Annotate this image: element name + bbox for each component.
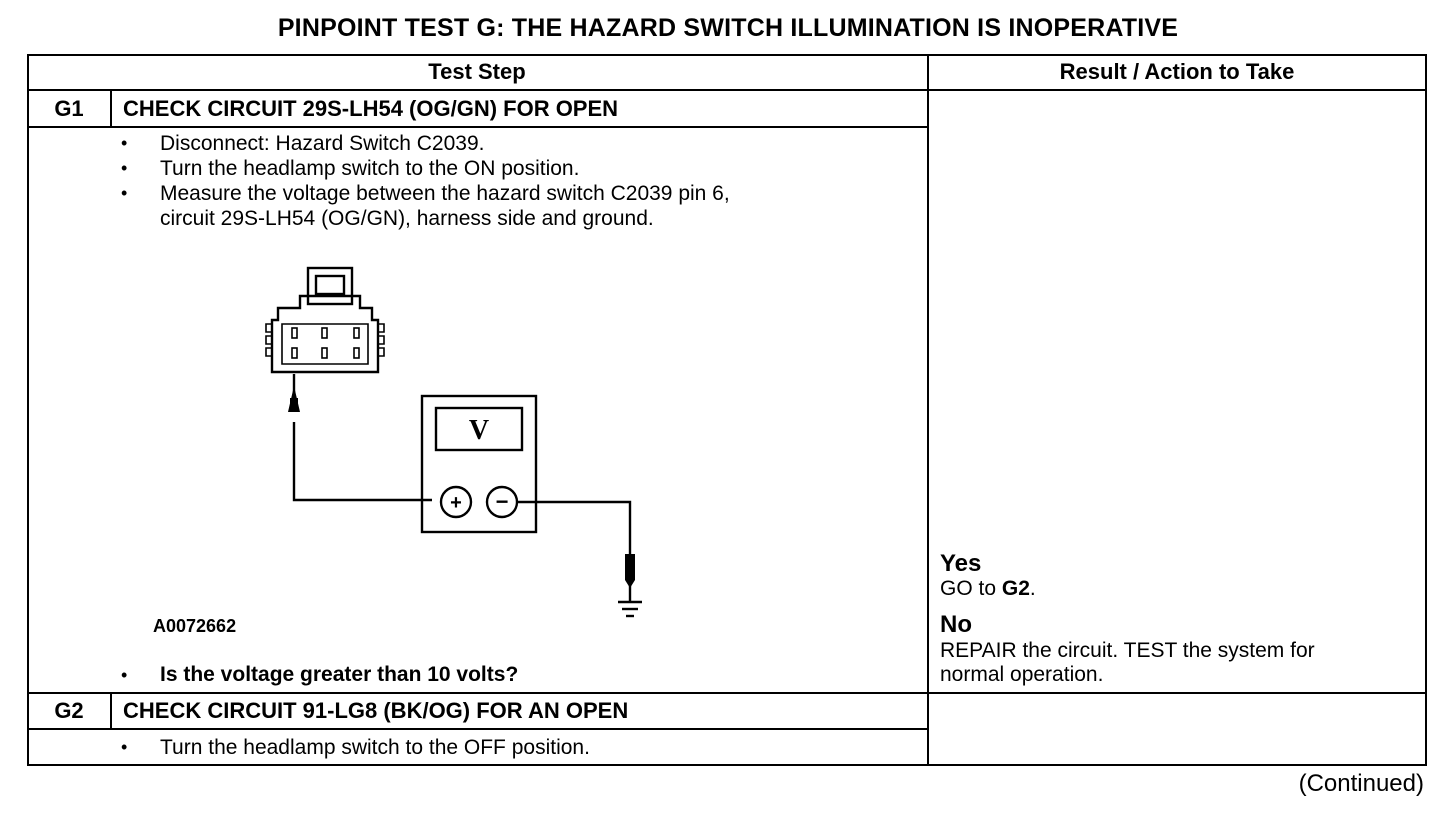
g1-bullet-1: Disconnect: Hazard Switch C2039. bbox=[160, 132, 485, 155]
continued-label: (Continued) bbox=[1298, 770, 1424, 797]
connector-tab-window bbox=[314, 274, 346, 296]
result-yes-target: G2 bbox=[1001, 577, 1030, 600]
step-id-g2: G2 bbox=[54, 698, 84, 723]
g1-heading-line bbox=[27, 126, 928, 128]
g1-bullet-3-cont: circuit 29S-LH54 (OG/GN), harness side a… bbox=[160, 207, 654, 230]
header-row-line bbox=[27, 89, 1427, 91]
header-test-step: Test Step bbox=[428, 59, 526, 84]
pinpoint-test-table bbox=[27, 54, 1427, 766]
bullet-icon: • bbox=[121, 183, 128, 203]
g2-bullet-1: Turn the headlamp switch to the OFF posi… bbox=[160, 736, 590, 759]
bullet-icon: • bbox=[121, 737, 128, 757]
column-divider bbox=[927, 54, 929, 766]
connector-body bbox=[270, 294, 380, 374]
plus-sign: + bbox=[450, 492, 462, 514]
multimeter-display bbox=[434, 406, 524, 452]
step-id-divider-g2 bbox=[110, 693, 112, 729]
g2-heading-line bbox=[27, 728, 928, 730]
result-yes-text: GO to G2. bbox=[940, 577, 1036, 600]
result-no-line-1: REPAIR the circuit. TEST the system for bbox=[940, 639, 1315, 662]
step-heading-g1: CHECK CIRCUIT 29S-LH54 (OG/GN) FOR OPEN bbox=[123, 96, 619, 121]
minus-sign: − bbox=[496, 489, 509, 514]
g1-bullet-2: Turn the headlamp switch to the ON posit… bbox=[160, 157, 580, 180]
page-title: PINPOINT TEST G: THE HAZARD SWITCH ILLUM… bbox=[277, 14, 1179, 42]
g1-bullet-3: Measure the voltage between the hazard s… bbox=[160, 182, 730, 205]
g1-bottom-line bbox=[27, 692, 1427, 694]
meter-display-text: V bbox=[469, 415, 489, 446]
voltmeter-diagram: V + − bbox=[265, 266, 642, 618]
result-yes-label: Yes bbox=[940, 550, 982, 577]
plus-terminal bbox=[439, 485, 473, 519]
step-id-divider-g1 bbox=[110, 90, 112, 128]
ground-probe-icon bbox=[625, 554, 635, 580]
bullet-icon: • bbox=[121, 133, 128, 153]
multimeter-body bbox=[420, 394, 538, 534]
step-heading-g2: CHECK CIRCUIT 91-LG8 (BK/OG) FOR AN OPEN bbox=[123, 698, 629, 723]
result-no-line-2: normal operation. bbox=[940, 663, 1104, 686]
g1-question: Is the voltage greater than 10 volts? bbox=[160, 663, 519, 686]
connector-top-tab bbox=[306, 266, 354, 306]
bullet-icon: • bbox=[121, 665, 128, 685]
header-result-action: Result / Action to Take bbox=[1059, 59, 1295, 84]
bullet-icon: • bbox=[121, 158, 128, 178]
result-no-label: No bbox=[940, 611, 972, 638]
step-id-g1: G1 bbox=[54, 96, 84, 121]
figure-id: A0072662 bbox=[153, 616, 237, 636]
